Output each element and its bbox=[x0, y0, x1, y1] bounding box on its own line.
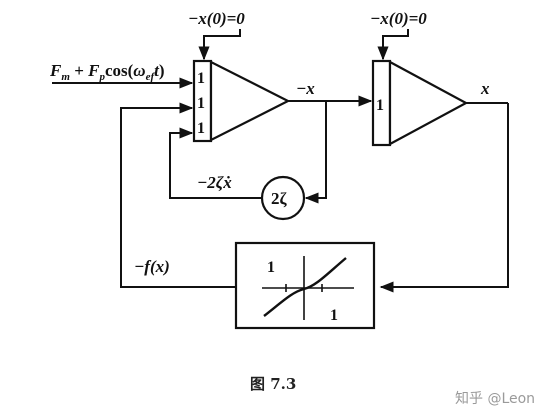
integrator-1-triangle bbox=[209, 60, 291, 142]
figure-caption: 图 7.3 bbox=[250, 375, 296, 393]
integrator-1-gain-1: 1 bbox=[197, 70, 205, 87]
feedback-wire-fx bbox=[120, 102, 236, 288]
x-output-label: x bbox=[480, 79, 490, 98]
integrator-1-ic-wire bbox=[198, 29, 241, 61]
damping-wire-out bbox=[304, 101, 327, 204]
input-forcing-label: Fm + Fpcos(ωeft) bbox=[49, 61, 165, 83]
integrator-1-gain-3: 1 bbox=[197, 120, 205, 137]
integrator-2: 1 bbox=[371, 59, 469, 147]
nonlinear-x-tick: 1 bbox=[330, 307, 338, 324]
integrator-1-gain-2: 1 bbox=[197, 95, 205, 112]
nonlinear-output-label: −f(x) bbox=[134, 257, 170, 276]
integrator-2-ic-wire bbox=[377, 29, 409, 61]
integrator-2-initial-condition: −x(0)=0 bbox=[370, 9, 427, 28]
feedback-wire-x bbox=[379, 103, 509, 293]
integrator-1: 1 1 1 bbox=[192, 59, 291, 143]
minus-x-label: −x bbox=[296, 79, 315, 98]
damping-wire-back bbox=[169, 127, 262, 199]
integrator-2-gain: 1 bbox=[376, 97, 384, 114]
nonlinear-characteristic bbox=[262, 256, 354, 320]
integrator-2-triangle bbox=[388, 60, 469, 146]
watermark: 知乎 @Leon bbox=[455, 390, 535, 407]
integrator-1-initial-condition: −x(0)=0 bbox=[188, 9, 245, 28]
nonlinear-block bbox=[234, 241, 376, 330]
damping-gain-label: 2ζ bbox=[271, 189, 288, 208]
damping-output-label: −2ζẋ bbox=[197, 173, 232, 192]
nonlinear-y-tick: 1 bbox=[267, 259, 275, 276]
